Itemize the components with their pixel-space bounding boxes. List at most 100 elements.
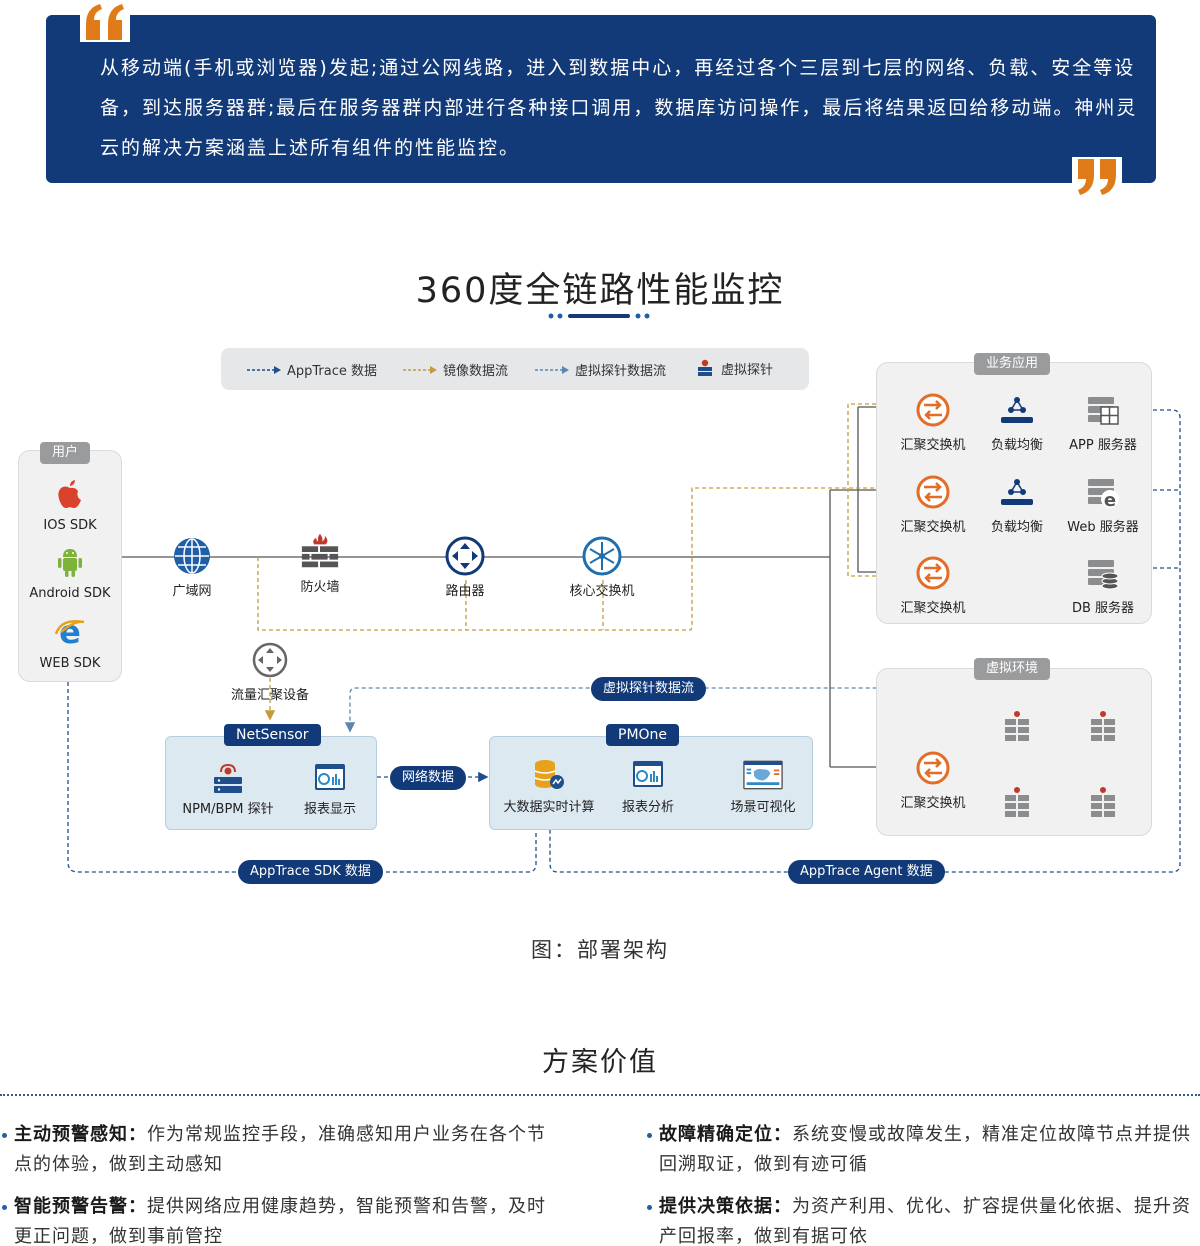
ie-browser-icon: e (50, 612, 90, 652)
apptrace-sdk-pill: AppTrace SDK 数据 (238, 860, 383, 884)
network-data-pill: 网络数据 (390, 766, 467, 790)
switch-orange-icon (913, 472, 953, 512)
value-text: 系统变慢或故障发生，精准定位故障节点并提供回溯取证，做到有迹可循 (659, 1124, 1191, 1175)
ios-sdk: IOS SDK (20, 474, 120, 533)
open-quote-icon (80, 0, 130, 42)
legend-item-mirror: 镜像数据流 (403, 360, 508, 379)
bullet-icon (647, 1133, 652, 1138)
report-analysis: 报表分析 (608, 758, 688, 815)
load-balancer-1: 负载均衡 (977, 390, 1057, 453)
scene-visualization-label: 场景可视化 (730, 800, 796, 815)
page-title: 360度全链路性能监控 (415, 271, 785, 311)
values-title: 方案价值 (542, 1047, 658, 1078)
aggregation-switch-label: 汇聚交换机 (900, 601, 966, 616)
virtual-server-icon (1005, 787, 1029, 817)
firewall-icon (300, 532, 340, 572)
aggregator-icon (250, 640, 290, 680)
user-panel-tag: 用户 (40, 442, 91, 464)
aggregation-switch-3: 汇聚交换机 (893, 553, 973, 616)
aggregation-switch-2: 汇聚交换机 (893, 472, 973, 535)
firewall-label: 防火墙 (300, 580, 340, 595)
legend-label: AppTrace 数据 (287, 364, 378, 379)
report-analysis-label: 报表分析 (621, 800, 674, 815)
value-item: 智能预警告警：提供网络应用健康趋势，智能预警和告警，及时更正问题，做到事前管控 (2, 1192, 554, 1246)
web-server: e Web 服务器 (1058, 472, 1148, 535)
legend-item-virtual-probe: 虚拟探针 (695, 358, 773, 378)
legend: AppTrace 数据 镜像数据流 虚拟探针数据流 虚拟探针 (221, 348, 809, 390)
bullet-icon (2, 1133, 7, 1138)
virtual-server-icon (1091, 711, 1115, 741)
probe-icon (208, 762, 248, 794)
virtual-server-icon (1005, 711, 1029, 741)
deployment-diagram: AppTrace 数据 镜像数据流 虚拟探针数据流 虚拟探针 用户 IOS SD… (0, 340, 1200, 900)
legend-label: 虚拟探针 (721, 362, 774, 378)
pmone-tag: PMOne (606, 724, 680, 746)
big-data-compute: 大数据实时计算 (494, 758, 604, 815)
virtual-panel-tag: 虚拟环境 (974, 658, 1051, 680)
title-divider (548, 313, 650, 319)
legend-item-virtual-flow: 虚拟探针数据流 (535, 360, 666, 379)
big-data-compute-label: 大数据实时计算 (503, 800, 595, 815)
core-switch-node: 核心交换机 (562, 536, 642, 599)
aggregation-switch-label: 汇聚交换机 (900, 438, 966, 453)
bullet-icon (647, 1205, 652, 1210)
dashboard-map-icon (743, 758, 783, 792)
virtual-server-icon (1091, 787, 1115, 817)
virtual-probe-flow-pill: 虚拟探针数据流 (591, 677, 707, 701)
report-analysis-icon (628, 758, 668, 792)
bullet-icon (2, 1205, 7, 1210)
traffic-aggregator-node: 流量汇聚设备 (220, 640, 320, 703)
load-balancer-2: 负载均衡 (977, 472, 1057, 535)
legend-label: 虚拟探针数据流 (575, 364, 667, 379)
legend-item-apptrace: AppTrace 数据 (247, 360, 377, 379)
load-balancer-icon (997, 390, 1037, 430)
navy-dashed-arrow-icon (247, 365, 281, 374)
business-panel-tag: 业务应用 (974, 353, 1051, 375)
close-quote-icon (1072, 157, 1122, 199)
value-title: 提供决策依据： (659, 1196, 792, 1217)
db-server-label: DB 服务器 (1071, 601, 1135, 616)
switch-orange-icon (913, 748, 953, 788)
value-title: 故障精确定位： (659, 1124, 792, 1145)
value-title: 主动预警感知： (14, 1124, 147, 1145)
core-switch-label: 核心交换机 (569, 584, 635, 599)
value-text: 提供网络应用健康趋势，智能预警和告警，及时更正问题，做到事前管控 (14, 1196, 546, 1246)
aggregation-switch-label: 汇聚交换机 (900, 520, 966, 535)
android-sdk: Android SDK (20, 542, 120, 601)
virtual-probe-icon (698, 359, 712, 376)
router-label: 路由器 (445, 584, 485, 599)
legend-label: 镜像数据流 (443, 364, 509, 379)
gold-dashed-arrow-icon (403, 365, 437, 374)
virtual-switch-label: 汇聚交换机 (900, 796, 966, 811)
ios-sdk-label: IOS SDK (43, 518, 97, 533)
load-balancer-label: 负载均衡 (990, 438, 1043, 453)
value-item: 提供决策依据：为资产利用、优化、扩容提供量化依据、提升资产回报率，做到有据可依 (647, 1192, 1200, 1246)
value-item: 故障精确定位：系统变慢或故障发生，精准定位故障节点并提供回溯取证，做到有迹可循 (647, 1120, 1200, 1180)
web-server-icon: e (1083, 472, 1123, 512)
svg-text:e: e (1104, 490, 1116, 509)
router-icon (445, 536, 485, 576)
scene-visualization: 场景可视化 (722, 758, 804, 815)
db-server-icon (1083, 553, 1123, 593)
blue-dashed-arrow-icon (535, 365, 569, 374)
firewall-node: 防火墙 (280, 532, 360, 595)
db-server: DB 服务器 (1058, 553, 1148, 616)
value-text: 作为常规监控手段，准确感知用户业务在各个节点的体验，做到主动感知 (14, 1124, 546, 1175)
quote-banner (46, 15, 1156, 183)
globe-icon (172, 536, 212, 576)
web-server-label: Web 服务器 (1067, 520, 1139, 535)
switch-orange-icon (913, 553, 953, 593)
app-server-label: APP 服务器 (1069, 438, 1137, 453)
npm-bpm-probe: NPM/BPM 探针 (176, 762, 280, 817)
android-sdk-label: Android SDK (29, 586, 111, 601)
load-balancer-icon (997, 472, 1037, 512)
switch-orange-icon (913, 390, 953, 430)
report-display-label: 报表显示 (303, 802, 356, 817)
probe-label: NPM/BPM 探针 (182, 802, 274, 817)
app-server: APP 服务器 (1058, 390, 1148, 453)
app-server-icon (1083, 390, 1123, 430)
wan-label: 广域网 (172, 584, 212, 599)
section-divider (0, 1094, 1200, 1096)
traffic-aggregator-label: 流量汇聚设备 (230, 688, 309, 703)
value-text: 为资产利用、优化、扩容提供量化依据、提升资产回报率，做到有据可依 (659, 1196, 1191, 1246)
